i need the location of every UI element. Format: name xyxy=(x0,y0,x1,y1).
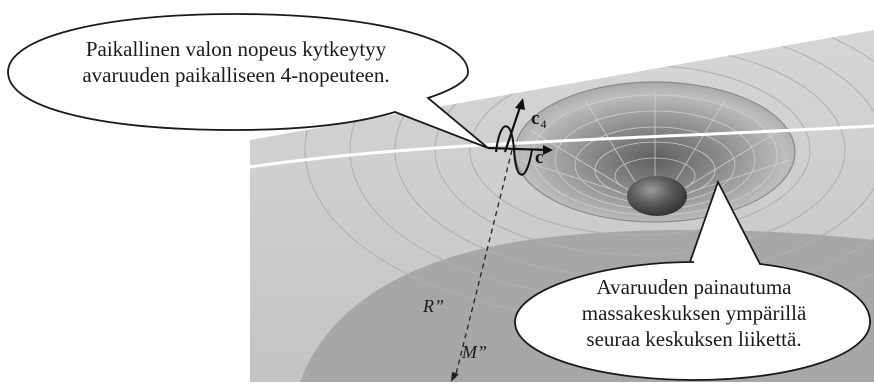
callout-right-line-3: seuraa keskuksen liikettä. xyxy=(586,327,802,351)
label-m: M” xyxy=(462,342,488,362)
label-c4-base: c xyxy=(531,108,540,129)
callout-right-bubble xyxy=(514,179,871,381)
callout-right-text: Avaruuden painautuma massakeskuksen ympä… xyxy=(534,274,854,352)
callout-right-line-2: massakeskuksen ympärillä xyxy=(581,301,807,325)
label-c4: c4 xyxy=(531,108,546,132)
callout-left-line-2: avaruuden paikalliseen 4-nopeuteen. xyxy=(82,63,390,87)
light-wave xyxy=(495,125,533,176)
velocity-vectors xyxy=(487,98,553,155)
label-c4-sub: 4 xyxy=(540,117,547,131)
callout-left-line-1: Paikallinen valon nopeus kytkeytyy xyxy=(85,37,387,61)
label-r: R” xyxy=(423,296,445,316)
callout-left-text: Paikallinen valon nopeus kytkeytyy avaru… xyxy=(26,36,446,88)
radius-line xyxy=(454,149,513,379)
orbit-path xyxy=(250,124,874,169)
central-mass xyxy=(627,176,687,216)
callout-right-line-1: Avaruuden painautuma xyxy=(596,275,792,299)
callout-left-bubble xyxy=(7,13,489,149)
radius-arrowhead xyxy=(451,372,459,382)
label-c: c xyxy=(535,147,544,168)
